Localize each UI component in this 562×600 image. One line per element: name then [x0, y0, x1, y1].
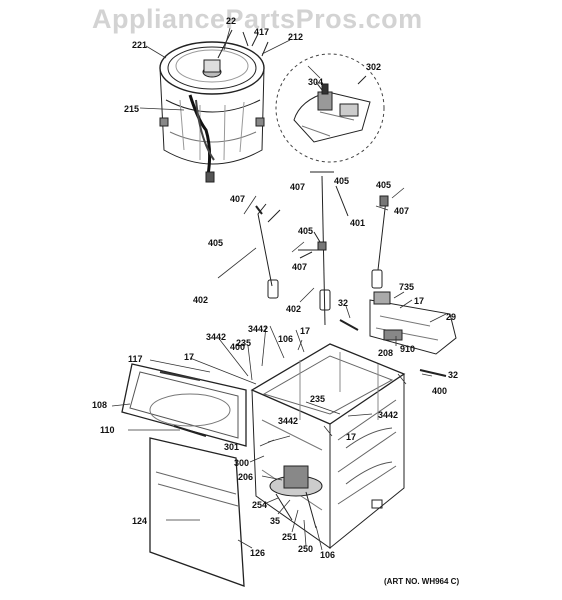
callout-206: 206	[238, 472, 254, 482]
callout-417: 417	[254, 27, 270, 37]
suspension-rods	[256, 172, 388, 325]
callout-235-b: 235	[310, 394, 326, 404]
callout-3442-a: 3442	[206, 332, 227, 342]
callout-304: 304	[308, 77, 324, 87]
callout-32-a: 32	[338, 298, 349, 308]
cabinet-assembly	[252, 344, 404, 548]
callout-407-c: 407	[394, 206, 410, 216]
callout-735: 735	[399, 282, 415, 292]
drive-detail-inset	[276, 54, 384, 162]
callout-3442-b: 3442	[248, 324, 269, 334]
callout-405-b: 405	[376, 180, 392, 190]
callout-400-b: 400	[432, 386, 448, 396]
control-panel	[340, 292, 456, 376]
callout-3442-c: 3442	[378, 410, 399, 420]
callout-405-a: 405	[334, 176, 350, 186]
callout-302: 302	[366, 62, 382, 72]
callout-106-b: 106	[320, 550, 336, 560]
callout-405-c: 405	[298, 226, 314, 236]
callout-400-a: 400	[230, 342, 246, 352]
callout-106-a: 106	[278, 334, 294, 344]
callout-407-b: 407	[230, 194, 246, 204]
callout-402-a: 402	[193, 295, 209, 305]
callout-401: 401	[350, 218, 366, 228]
callout-17-a: 17	[414, 296, 425, 306]
callout-117: 117	[128, 354, 143, 364]
callout-3442-d: 3442	[278, 416, 299, 426]
callout-221: 221	[132, 40, 148, 50]
callout-208: 208	[378, 348, 394, 358]
tub-assembly	[160, 30, 268, 182]
callout-17-b: 17	[300, 326, 311, 336]
callout-124: 124	[132, 516, 148, 526]
callout-110: 110	[100, 425, 115, 435]
callout-300: 300	[234, 458, 250, 468]
callout-215: 215	[124, 104, 140, 114]
watermark-logo: AppliancePartsPros.com	[92, 4, 423, 34]
callout-254: 254	[252, 500, 268, 510]
callout-17-d: 17	[346, 432, 357, 442]
callout-29: 29	[446, 312, 457, 322]
callout-407-d: 407	[292, 262, 308, 272]
callout-35: 35	[270, 516, 281, 526]
callout-250: 250	[298, 544, 314, 554]
callout-910: 910	[400, 344, 416, 354]
lid-assembly	[122, 364, 246, 446]
callout-108: 108	[92, 400, 108, 410]
art-number: (ART NO. WH964 C)	[384, 577, 460, 586]
callout-405-d: 405	[208, 238, 224, 248]
front-panel	[150, 438, 244, 586]
callout-402-b: 402	[286, 304, 302, 314]
callout-126: 126	[250, 548, 266, 558]
callout-251: 251	[282, 532, 298, 542]
callout-32-b: 32	[448, 370, 459, 380]
callout-212: 212	[288, 32, 304, 42]
callout-22: 22	[226, 16, 237, 26]
leader-lines	[112, 28, 446, 550]
callout-301: 301	[224, 442, 240, 452]
callout-407-a: 407	[290, 182, 306, 192]
callout-17-c: 17	[184, 352, 195, 362]
callout-235-a: 235	[236, 338, 252, 348]
